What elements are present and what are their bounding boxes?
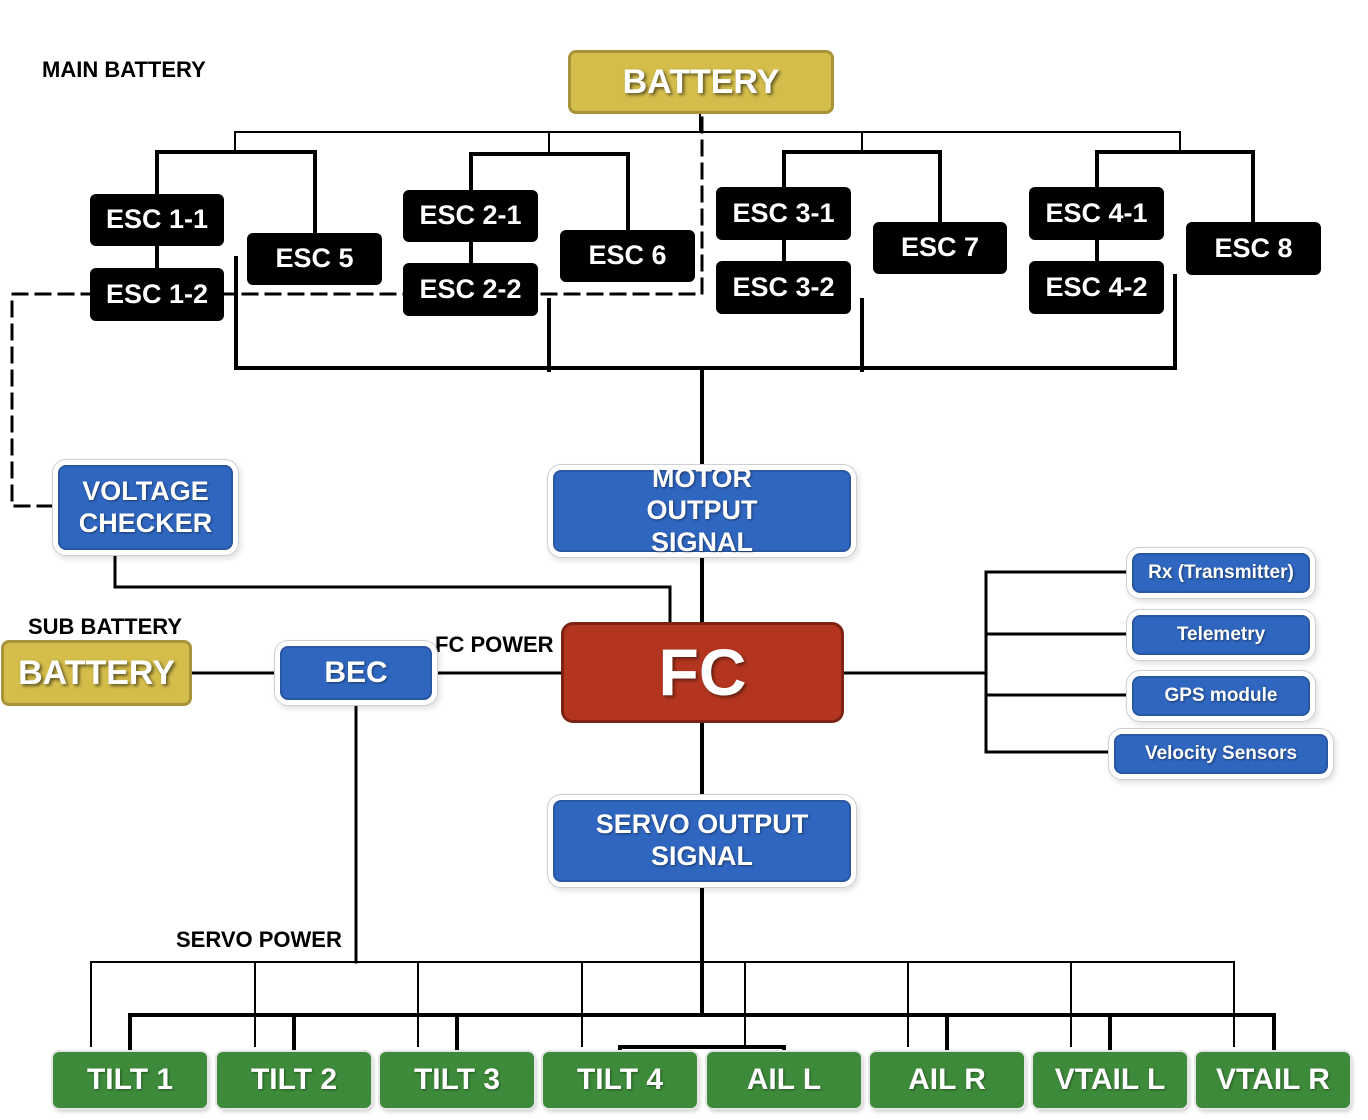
servo-power-bus bbox=[90, 961, 1235, 1047]
esc-5-node[interactable]: ESC 5 bbox=[247, 233, 382, 285]
servo-signal-bus bbox=[128, 1013, 1276, 1054]
esc-1-2-node[interactable]: ESC 1-2 bbox=[90, 268, 224, 321]
sub-battery-label: SUB BATTERY bbox=[28, 614, 182, 639]
esc-group-brackets bbox=[155, 150, 1255, 272]
sub-battery-node[interactable]: BATTERY bbox=[1, 640, 192, 706]
flight-controller-node[interactable]: FC bbox=[561, 622, 844, 723]
esc-4-2-node[interactable]: ESC 4-2 bbox=[1029, 261, 1164, 314]
voltage-sense-line bbox=[10, 111, 704, 508]
fc-power-label: FC POWER bbox=[435, 632, 554, 657]
ail-l-node[interactable]: AIL L bbox=[707, 1052, 861, 1108]
esc-4-1-node[interactable]: ESC 4-1 bbox=[1029, 187, 1164, 240]
voltage-checker-node[interactable]: VOLTAGE CHECKER bbox=[58, 465, 233, 550]
esc-3-2-node[interactable]: ESC 3-2 bbox=[716, 261, 851, 314]
main-battery-label: MAIN BATTERY bbox=[42, 57, 206, 82]
motor-signal-bus bbox=[234, 256, 1177, 626]
ail-r-node[interactable]: AIL R bbox=[870, 1052, 1024, 1108]
vtail-r-node[interactable]: VTAIL R bbox=[1196, 1052, 1350, 1108]
esc-7-node[interactable]: ESC 7 bbox=[873, 222, 1007, 274]
esc-1-1-node[interactable]: ESC 1-1 bbox=[90, 194, 224, 246]
esc-3-1-node[interactable]: ESC 3-1 bbox=[716, 187, 851, 240]
esc-8-node[interactable]: ESC 8 bbox=[1186, 222, 1321, 275]
motor-output-signal-node[interactable]: MOTOR OUTPUT SIGNAL bbox=[553, 463, 851, 557]
servo-power-label: SERVO POWER bbox=[176, 927, 342, 952]
voltage-to-fc-line bbox=[113, 548, 672, 626]
gps-module-node[interactable]: GPS module bbox=[1132, 676, 1310, 716]
main-battery-node[interactable]: BATTERY bbox=[568, 50, 834, 114]
esc-2-1-node[interactable]: ESC 2-1 bbox=[403, 190, 538, 242]
rx-transmitter-node[interactable]: Rx (Transmitter) bbox=[1132, 553, 1310, 593]
servo-output-signal-node[interactable]: SERVO OUTPUT SIGNAL bbox=[553, 800, 851, 882]
esc-6-node[interactable]: ESC 6 bbox=[560, 230, 695, 282]
velocity-sensors-node[interactable]: Velocity Sensors bbox=[1114, 734, 1328, 774]
bec-node[interactable]: BEC bbox=[280, 646, 432, 700]
main-power-bus bbox=[234, 112, 1181, 153]
vtail-l-node[interactable]: VTAIL L bbox=[1033, 1052, 1187, 1108]
tilt-1-node[interactable]: TILT 1 bbox=[53, 1052, 207, 1108]
sensor-bus bbox=[842, 570, 1130, 754]
tilt-2-node[interactable]: TILT 2 bbox=[217, 1052, 371, 1108]
tilt-3-node[interactable]: TILT 3 bbox=[380, 1052, 534, 1108]
telemetry-node[interactable]: Telemetry bbox=[1132, 615, 1310, 655]
esc-2-2-node[interactable]: ESC 2-2 bbox=[403, 263, 538, 316]
tilt-4-node[interactable]: TILT 4 bbox=[543, 1052, 697, 1108]
